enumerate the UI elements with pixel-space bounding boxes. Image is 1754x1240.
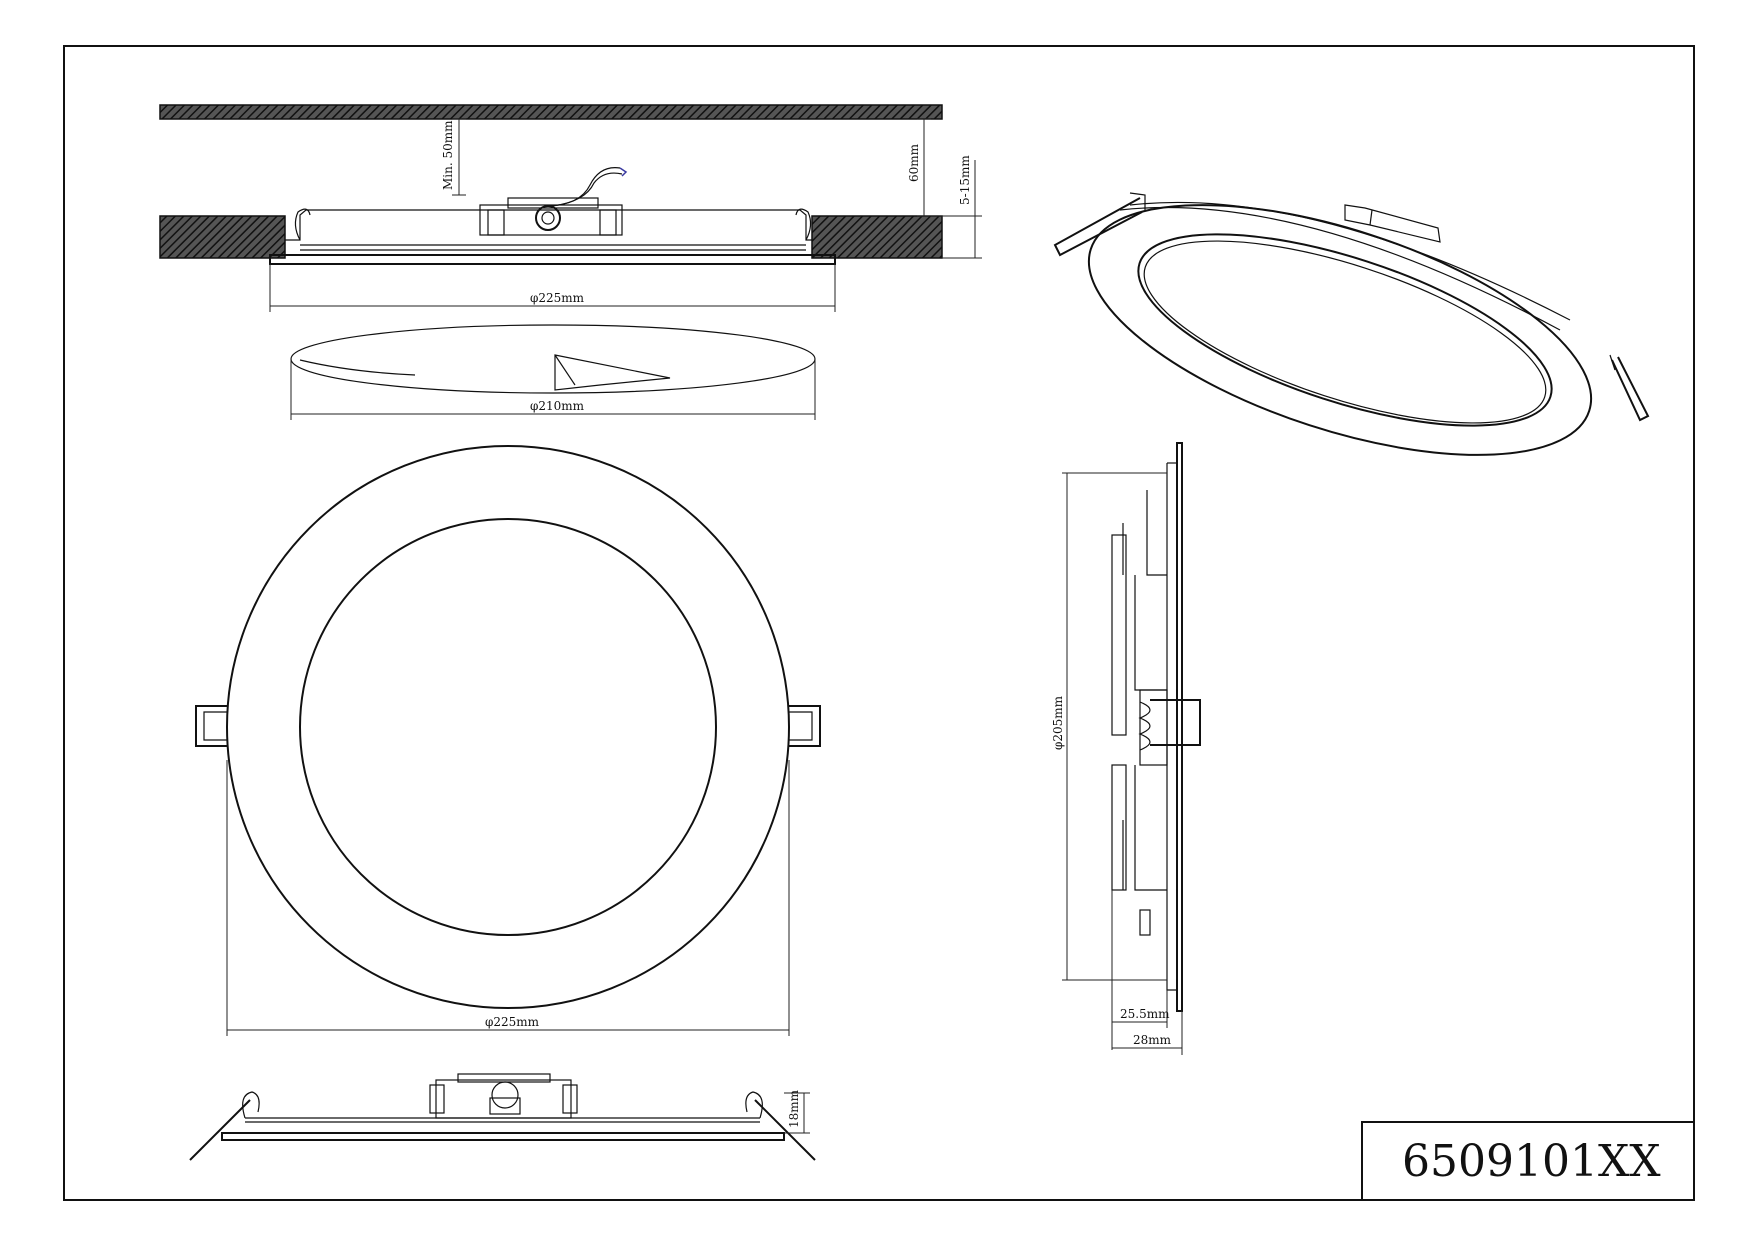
side-view: φ205mm 25.5mm 28mm <box>1051 442 1201 1055</box>
ceiling-board-left <box>159 215 286 259</box>
outer-diameter-front-label: φ225mm <box>485 1015 540 1029</box>
title-block: 6509101XX <box>1361 1121 1695 1201</box>
upper-ceiling-slab <box>159 104 943 120</box>
product-code: 6509101XX <box>1402 1136 1661 1187</box>
cutout-diameter-label: φ210mm <box>530 399 585 413</box>
body-depth-label: 25.5mm <box>1120 1007 1170 1021</box>
installation-section-view: Min. 50mm 60mm 5-15mm φ225mm <box>159 104 982 312</box>
ceiling-thickness-label: 5-15mm <box>958 155 972 205</box>
profile-height-label: 18mm <box>787 1089 801 1128</box>
perspective-view <box>1053 192 1650 456</box>
front-view: φ225mm <box>195 445 821 1036</box>
total-depth-label: 28mm <box>1133 1033 1172 1047</box>
min-clearance-label: Min. 50mm <box>441 120 455 190</box>
outer-diameter-top-label: φ225mm <box>530 291 585 305</box>
drawing-border <box>63 45 1695 1201</box>
side-diameter-label: φ205mm <box>1051 695 1065 750</box>
ceiling-board-right <box>811 215 943 259</box>
cutout-template-view: φ210mm <box>290 324 816 420</box>
cavity-depth-label: 60mm <box>907 143 921 182</box>
profile-view: 18mm <box>189 1073 816 1161</box>
